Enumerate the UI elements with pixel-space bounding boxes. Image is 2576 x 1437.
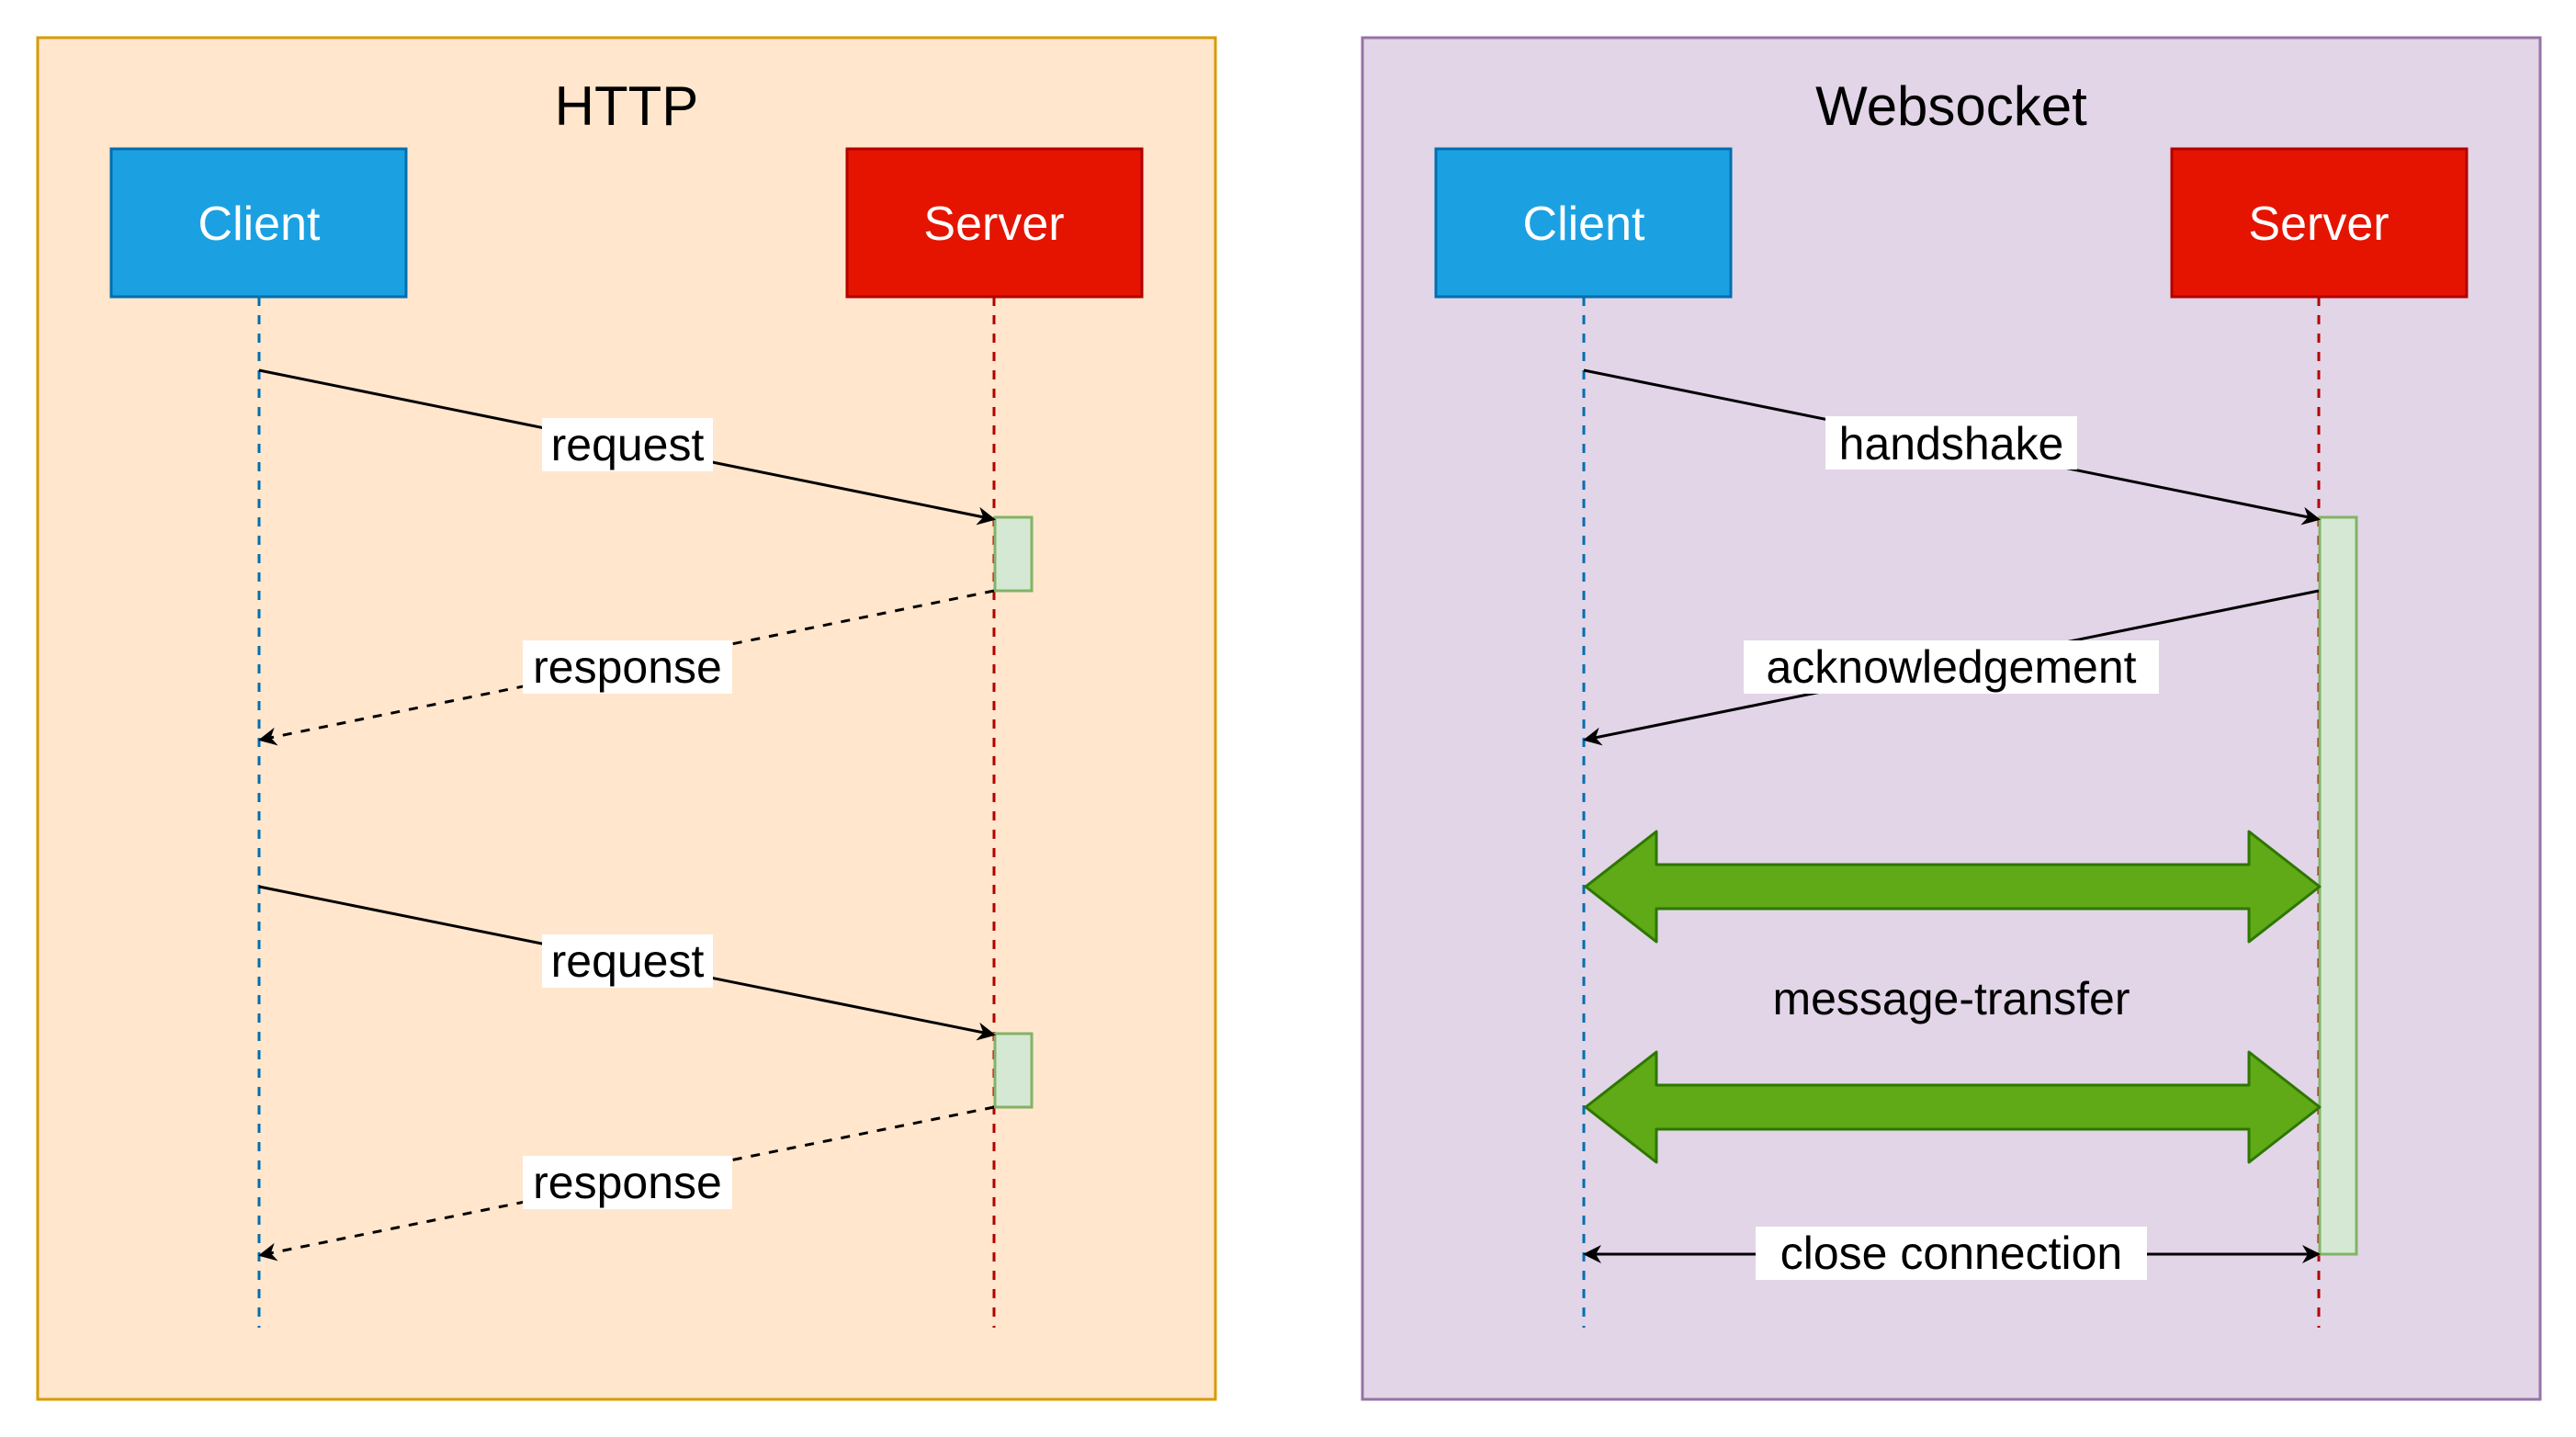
ws-transfer-arrow-upper xyxy=(1584,830,2322,944)
ws-ack-label-bg xyxy=(1744,640,2159,694)
ws-ack-label: acknowledgement xyxy=(1766,641,2136,693)
http-response-message-2: response xyxy=(258,1105,995,1262)
http-response-label-1: response xyxy=(533,641,722,693)
http-request-label-bg-2 xyxy=(542,934,713,988)
websocket-frame: Websocket Client Server handshake acknow… xyxy=(1361,36,2542,1401)
http-request-message-1: request xyxy=(258,368,996,526)
http-frame: HTTP Client Server request response xyxy=(36,36,1217,1401)
http-request-label-2: request xyxy=(551,935,705,987)
ws-activation-box xyxy=(2318,515,2358,1256)
http-activation-box-1 xyxy=(993,515,1034,593)
ws-close-label-bg xyxy=(1756,1227,2147,1280)
ws-acknowledgement-message: acknowledgement xyxy=(1583,589,2320,746)
websocket-frame-title: Websocket xyxy=(1815,75,2087,137)
ws-transfer-label: message-transfer xyxy=(1772,973,2130,1024)
http-activation-box-2 xyxy=(993,1032,1034,1109)
http-response-message-1: response xyxy=(258,589,995,746)
http-server-actor: Server xyxy=(845,147,1144,299)
ws-client-label: Client xyxy=(1523,198,1645,251)
ws-handshake-label-bg xyxy=(1825,416,2077,470)
http-request-label-1: request xyxy=(551,419,705,470)
ws-close-label: close connection xyxy=(1780,1228,2122,1279)
http-frame-title: HTTP xyxy=(555,75,699,137)
http-server-label: Server xyxy=(923,198,1064,251)
http-request-label-bg-1 xyxy=(542,418,713,471)
ws-server-actor: Server xyxy=(2170,147,2469,299)
ws-handshake-message: handshake xyxy=(1583,368,2321,526)
ws-client-actor: Client xyxy=(1434,147,1733,299)
http-response-label-bg-1 xyxy=(523,640,732,694)
http-client-label: Client xyxy=(198,198,321,251)
ws-transfer-arrow-lower xyxy=(1584,1050,2322,1164)
ws-close-connection-message: close connection xyxy=(1583,1227,2321,1280)
http-client-actor: Client xyxy=(109,147,408,299)
http-response-label-2: response xyxy=(533,1157,722,1208)
http-response-label-bg-2 xyxy=(523,1156,732,1209)
ws-handshake-label: handshake xyxy=(1839,418,2064,470)
http-request-message-2: request xyxy=(258,885,996,1041)
ws-server-label: Server xyxy=(2248,198,2389,251)
